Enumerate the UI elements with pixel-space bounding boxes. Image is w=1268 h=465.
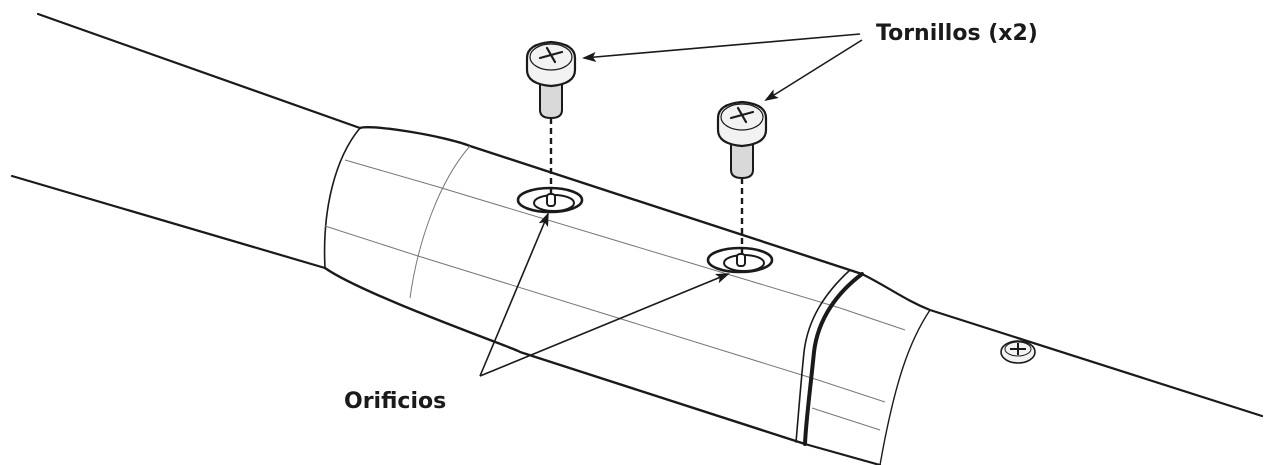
screws-label: Tornillos (x2) (876, 21, 1038, 46)
middle-sleeve (323, 126, 864, 446)
screw-1-icon (525, 40, 577, 120)
hole-2-icon (706, 246, 774, 274)
hole-arrow-1 (479, 212, 549, 377)
hole-arrow-2 (479, 273, 730, 377)
holes-label: Orificios (344, 389, 446, 414)
screw-2-icon (716, 100, 768, 180)
screw-arrow-1 (582, 33, 861, 62)
right-tube (803, 272, 1264, 465)
installed-screw-icon (1000, 340, 1036, 364)
left-tube (10, 12, 362, 270)
screw-arrow-2 (764, 39, 863, 102)
hole-1-icon (516, 186, 584, 214)
